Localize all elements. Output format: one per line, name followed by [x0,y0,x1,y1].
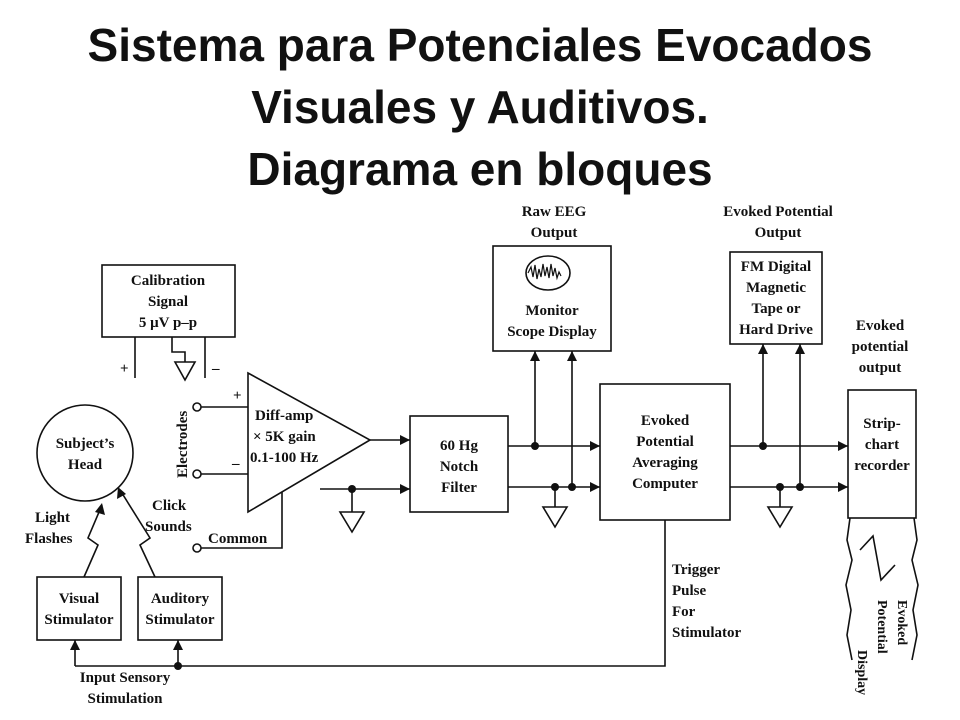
visual-stim-label-2: Stimulator [44,612,114,628]
monitor-label-1: Monitor [525,303,579,319]
title-line-2: Visuales y Auditivos. [251,81,709,133]
visual-stimulator: Visual Stimulator [36,576,122,641]
subject-head-label-1: Subject’s [56,436,115,452]
click-sounds-label-1: Click [152,498,187,514]
ep-output-right-label-2: potential [852,339,909,355]
fm-tape-label-1: FM Digital [741,259,811,275]
display-label-1: Evoked [894,600,909,645]
diff-amp: Diff-amp × 5K gain 0.1-100 Hz [247,371,372,514]
auditory-stimulator: Auditory Stimulator [137,576,223,641]
notch-filter: 60 Hg Notch Filter [409,415,509,513]
light-flashes-label-1: Light [35,510,70,526]
diff-amp-label-1: Diff-amp [255,408,313,424]
diff-amp-label-2: × 5K gain [253,429,316,445]
strip-chart-label-3: recorder [854,458,910,474]
title-line-1: Sistema para Potenciales Evocados [87,19,873,71]
trigger-label-3: For [672,604,696,620]
fm-tape-label-3: Tape or [751,301,800,317]
notch-label-3: Filter [441,480,477,496]
auditory-stim-label-2: Stimulator [145,612,215,628]
calibration-plus: + [120,361,129,377]
ep-output-right-label-1: Evoked [856,318,905,334]
calibration-minus: – [211,361,220,377]
strip-chart-label-1: Strip- [863,416,901,432]
monitor-label-2: Scope Display [507,324,597,340]
ep-output-top-label-2: Output [755,225,802,241]
electrodes-label: Electrodes [175,411,191,478]
calibration-signal-block: Calibration Signal 5 μV p–p + – [101,264,236,382]
trigger-label-2: Pulse [672,583,707,599]
subject-head-label-2: Head [68,457,103,473]
ep-output-top-label-1: Evoked Potential [723,204,833,220]
fm-tape-label-4: Hard Drive [739,322,813,338]
diff-amp-label-3: 0.1-100 Hz [250,450,319,466]
notch-label-1: 60 Hg [440,438,478,454]
raw-eeg-label-1: Raw EEG [522,204,587,220]
computer-label-4: Computer [632,476,698,492]
common-label: Common [208,531,268,547]
title-line-3: Diagrama en bloques [247,143,713,195]
calibration-label-2: Signal [148,294,188,310]
computer-label-2: Potential [636,434,694,450]
electrodes: Electrodes + – Common [175,388,283,553]
click-sounds-label-2: Sounds [145,519,192,535]
evoked-potential-display: Display Potential Evoked [845,517,919,695]
computer-label-1: Evoked [641,413,690,429]
fm-tape-hard-drive: FM Digital Magnetic Tape or Hard Drive [729,251,823,345]
trigger-label-1: Trigger [672,562,720,578]
averaging-computer: Evoked Potential Averaging Computer [599,383,731,521]
computer-label-3: Averaging [632,455,698,471]
ep-output-right-label-3: output [859,360,902,376]
monitor-scope-display: Monitor Scope Display [492,245,612,352]
calibration-label-3: 5 μV p–p [139,315,197,331]
fm-tape-label-2: Magnetic [746,280,806,296]
auditory-stim-label-1: Auditory [151,591,210,607]
display-label-2: Potential [874,600,889,654]
trigger-label-4: Stimulator [672,625,742,641]
subject-head: Subject’s Head [36,404,134,502]
amp-plus: + [233,388,242,404]
input-sensory-label-2: Stimulation [87,691,163,707]
light-flashes-label-2: Flashes [25,531,73,547]
calibration-label-1: Calibration [131,273,206,289]
input-sensory-label-1: Input Sensory [80,670,171,686]
amp-minus: – [231,456,240,472]
strip-chart-recorder: Strip- chart recorder [847,389,917,519]
raw-eeg-label-2: Output [531,225,578,241]
display-label-3: Display [854,650,869,695]
notch-label-2: Notch [440,459,479,475]
visual-stim-label-1: Visual [59,591,99,607]
strip-chart-label-2: chart [865,437,899,453]
